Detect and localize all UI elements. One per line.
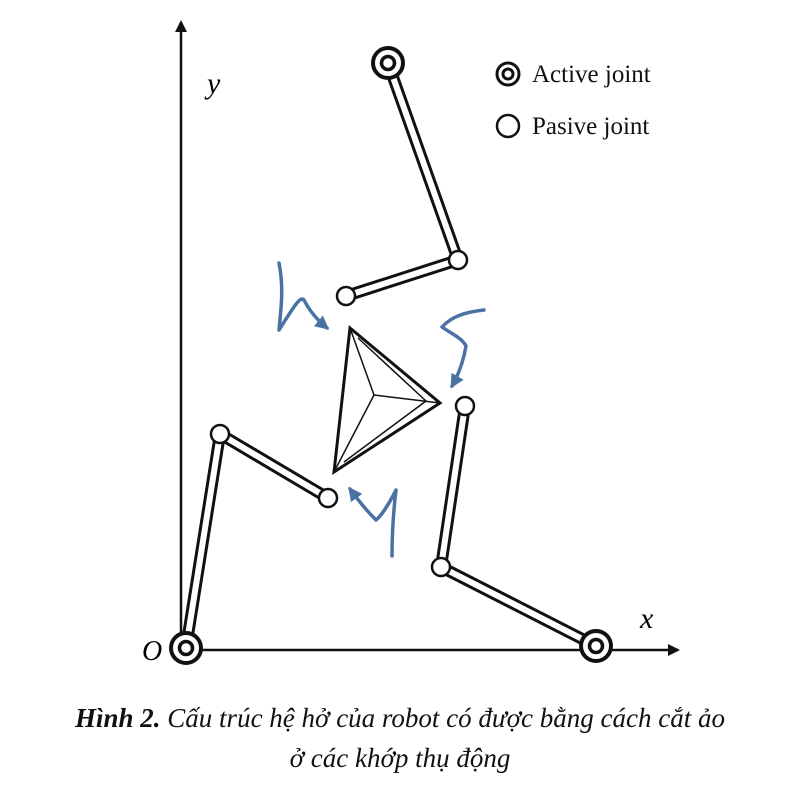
caption-line-2: ở các khớp thụ động xyxy=(289,743,511,773)
link-left-upper xyxy=(180,428,226,654)
passive-joint-right-end xyxy=(454,395,476,417)
active-joint-origin xyxy=(169,631,203,665)
moving-platform xyxy=(332,325,443,475)
legend-passive-label: Pasive joint xyxy=(532,113,649,140)
cut-arrow-bottom xyxy=(348,486,398,558)
links xyxy=(180,57,602,654)
passive-joint-top-end xyxy=(335,285,357,307)
caption-text-1: Cấu trúc hệ hở của robot có được bằng cá… xyxy=(160,703,725,733)
link-top-upper xyxy=(382,57,464,266)
link-left-lower xyxy=(214,428,334,504)
cut-arrow-right xyxy=(440,308,486,389)
active-joint-right xyxy=(579,629,613,663)
active-joints xyxy=(169,46,613,665)
caption-line-1: Hình 2. Cấu trúc hệ hở của robot có được… xyxy=(0,698,800,738)
active-joint-top xyxy=(371,46,405,80)
cut-arrow-top-left xyxy=(277,261,330,332)
legend: Active joint Pasive joint xyxy=(495,61,651,140)
caption-figure-number: Hình 2. xyxy=(75,703,161,733)
y-axis-label: y xyxy=(204,67,221,100)
passive-joint-top-elbow xyxy=(447,249,469,271)
link-right-lower xyxy=(435,561,602,652)
legend-active-symbol xyxy=(495,61,521,87)
x-axis-label: x xyxy=(639,602,654,635)
passive-joint-right-elbow xyxy=(430,556,452,578)
passive-joint-left-elbow xyxy=(209,423,231,445)
link-top-lower xyxy=(340,254,464,302)
cut-arrows xyxy=(277,261,486,558)
legend-active-label: Active joint xyxy=(532,61,651,88)
link-right-upper xyxy=(435,400,471,573)
passive-joints xyxy=(209,249,476,578)
origin-label: O xyxy=(142,636,162,667)
legend-passive-symbol xyxy=(495,113,521,139)
passive-joint-left-end xyxy=(317,487,339,509)
figure-caption: Hình 2. Cấu trúc hệ hở của robot có được… xyxy=(0,698,800,778)
